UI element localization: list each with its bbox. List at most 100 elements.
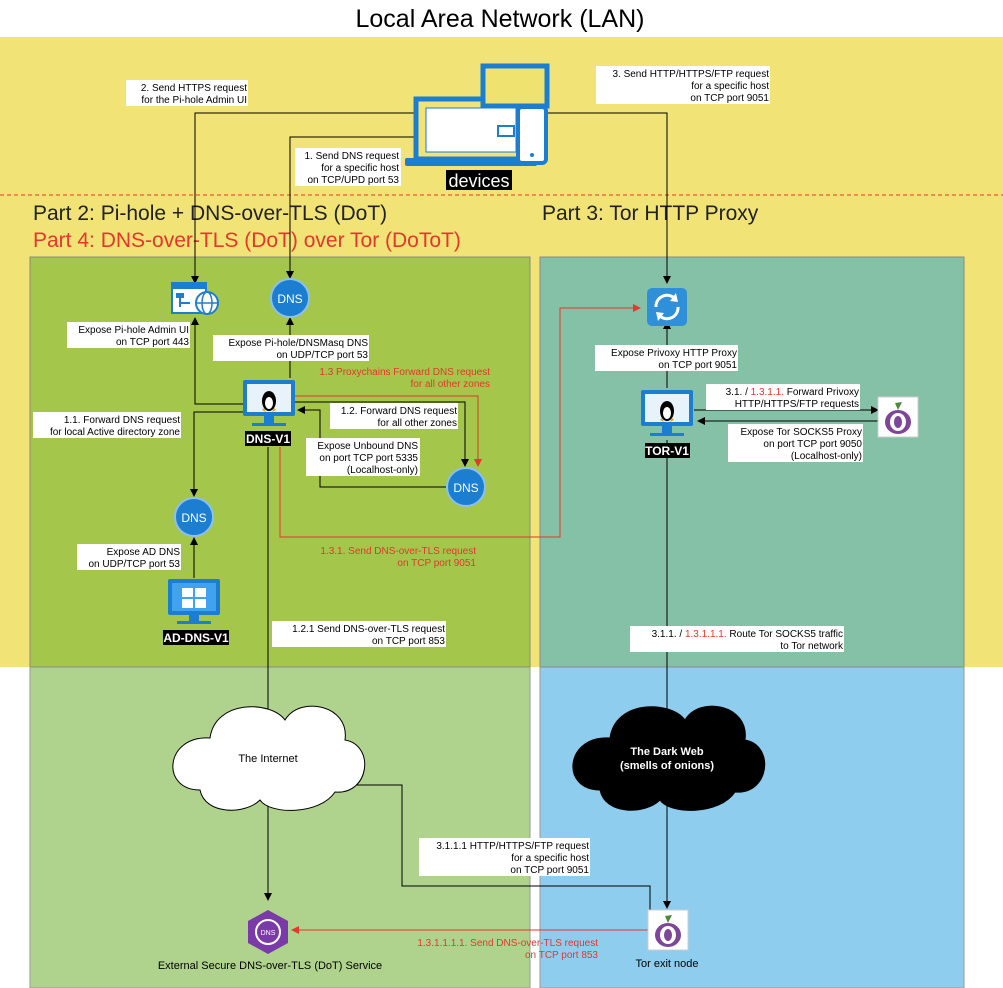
svg-text:Expose Tor SOCKS5 Proxy: Expose Tor SOCKS5 Proxy	[740, 427, 862, 438]
svg-text:for a specific host: for a specific host	[691, 81, 769, 92]
dark-web-cloud	[572, 705, 766, 811]
svg-text:for local Active directory zon: for local Active directory zone	[50, 427, 180, 438]
internet-label: The Internet	[238, 753, 297, 765]
label-expose-admin: Expose Pi-hole Admin UI on TCP port 443	[67, 322, 190, 348]
label-step2: 2. Send HTTPS request for the Pi-hole Ad…	[126, 80, 248, 106]
diagram-title: Local Area Network (LAN)	[355, 5, 644, 33]
svg-text:(Localhost-only): (Localhost-only)	[791, 451, 862, 462]
svg-text:3.1.1. / 1.3.1.1.1. Route Tor: 3.1.1. / 1.3.1.1.1. Route Tor SOCKS5 tra…	[652, 629, 843, 640]
svg-text:1.3.1. Send DNS-over-TLS reque: 1.3.1. Send DNS-over-TLS request	[320, 546, 476, 557]
svg-text:Expose Privoxy HTTP Proxy: Expose Privoxy HTTP Proxy	[611, 348, 737, 359]
ad-dns-v1-label-bg	[163, 630, 229, 645]
label-expose-privoxy: Expose Privoxy HTTP Proxy on TCP port 90…	[595, 345, 738, 371]
svg-text:(Localhost-only): (Localhost-only)	[347, 465, 418, 476]
edge-dnsv1-privoxy-red	[279, 304, 641, 538]
dark-web-label-2: (smells of onions)	[620, 760, 714, 772]
tor-v1-linux-icon	[641, 390, 693, 436]
svg-text:for all other zones: for all other zones	[378, 418, 458, 429]
label-expose-pihole-dns: Expose Pi-hole/DNSMasq DNS on UDP/TCP po…	[213, 335, 369, 361]
label-step1-2-1: 1.2.1 Send DNS-over-TLS request on TCP p…	[272, 621, 446, 647]
svg-text:2. Send HTTPS request: 2. Send HTTPS request	[141, 83, 247, 94]
label-expose-ad-dns: Expose AD DNS on UDP/TCP port 53	[77, 544, 181, 570]
svg-text:for the Pi-hole Admin UI: for the Pi-hole Admin UI	[141, 95, 247, 106]
svg-text:to Tor network: to Tor network	[780, 641, 844, 652]
svg-text:1.3.1.1.1.1. Send DNS-over-TLS: 1.3.1.1.1.1. Send DNS-over-TLS request	[417, 938, 598, 949]
svg-text:for a specific host: for a specific host	[321, 163, 399, 174]
pihole-dns-icon: DNS	[270, 278, 310, 318]
svg-text:on port TCP port 9050: on port TCP port 9050	[763, 439, 862, 450]
edge-devices-dns	[286, 136, 415, 279]
tor-exit-onion-icon	[647, 909, 689, 951]
svg-text:on TCP port 9051: on TCP port 9051	[510, 865, 589, 876]
label-step3-1-1: 3.1.1. / 1.3.1.1.1. Route Tor SOCKS5 tra…	[630, 626, 844, 652]
svg-text:Expose Pi-hole/DNSMasq DNS: Expose Pi-hole/DNSMasq DNS	[229, 338, 369, 349]
tor-v1-label: TOR-V1	[645, 444, 689, 458]
label-expose-socks: Expose Tor SOCKS5 Proxy on port TCP port…	[728, 424, 863, 462]
ad-dns-v1-windows-icon	[168, 579, 220, 624]
svg-text:1. Send DNS request: 1. Send DNS request	[305, 151, 400, 162]
svg-text:on TCP port 443: on TCP port 443	[116, 337, 189, 348]
label-step3-1: 3.1. / 1.3.1.1. Forward Privoxy HTTP/HTT…	[706, 384, 860, 410]
dns-v1-label: DNS-V1	[246, 432, 290, 446]
unbound-dns-icon: DNS	[446, 467, 486, 507]
svg-text:1.2. Forward DNS request: 1.2. Forward DNS request	[341, 406, 457, 417]
svg-text:DNS: DNS	[277, 292, 302, 306]
label-step3: 3. Send HTTP/HTTPS/FTP request for a spe…	[596, 66, 770, 104]
label-step1-3-1: 1.3.1. Send DNS-over-TLS request on TCP …	[320, 546, 476, 569]
label-step3-1-1-1: 3.1.1.1 HTTP/HTTPS/FTP request for a spe…	[419, 838, 590, 876]
label-step1: 1. Send DNS request for a specific host …	[295, 148, 401, 186]
edge-devices-admin	[191, 112, 415, 284]
external-dot-label: External Secure DNS-over-TLS (DoT) Servi…	[158, 960, 382, 972]
label-step1-1: 1.1. Forward DNS request for local Activ…	[33, 412, 181, 438]
lower-blue-zone	[539, 666, 965, 988]
svg-text:DNS: DNS	[453, 481, 478, 495]
devices-label: devices	[448, 171, 509, 191]
edge-proxychains	[295, 395, 482, 467]
svg-text:on TCP port 853: on TCP port 853	[525, 950, 598, 961]
svg-text:on UDP/TCP port 53: on UDP/TCP port 53	[88, 559, 180, 570]
admin-ui-icon	[171, 282, 219, 315]
svg-text:on TCP port 9051: on TCP port 9051	[658, 360, 737, 371]
internet-cloud	[172, 705, 366, 811]
svg-text:1.2.1 Send DNS-over-TLS reques: 1.2.1 Send DNS-over-TLS request	[292, 624, 445, 635]
edge-devices-privoxy	[545, 112, 671, 284]
edge-dnsv1-unbound	[295, 401, 469, 467]
svg-text:3.1. / 1.3.1.1. Forward Privox: 3.1. / 1.3.1.1. Forward Privoxy	[726, 387, 859, 398]
svg-text:on TCP port 9051: on TCP port 9051	[397, 558, 476, 569]
edge-dnsv1-ad	[190, 411, 243, 497]
tor-exit-label: Tor exit node	[636, 958, 699, 970]
label-expose-unbound: Expose Unbound DNS on port TCP port 5335…	[306, 438, 420, 476]
part2-title: Part 2: Pi-hole + DNS-over-TLS (DoT)	[33, 202, 387, 225]
svg-text:3. Send HTTP/HTTPS/FTP request: 3. Send HTTP/HTTPS/FTP request	[612, 69, 769, 80]
ad-dns-icon: DNS	[174, 497, 214, 537]
svg-text:for a specific host: for a specific host	[511, 853, 589, 864]
svg-text:on TCP/UPD port 53: on TCP/UPD port 53	[307, 175, 399, 186]
svg-text:on TCP port 853: on TCP port 853	[372, 636, 445, 647]
external-dot-icon: DNS	[248, 910, 288, 954]
edge-exit-internet	[344, 781, 651, 930]
privoxy-sync-icon	[647, 288, 687, 326]
dns-v1-linux-icon	[243, 380, 295, 426]
dns-v1-label-bg	[245, 431, 291, 446]
svg-text:1.3 Proxychains Forward DNS re: 1.3 Proxychains Forward DNS request	[319, 367, 490, 378]
devices-label-bg	[446, 170, 512, 190]
svg-text:on UDP/TCP port 53: on UDP/TCP port 53	[276, 350, 368, 361]
svg-text:for all other zones: for all other zones	[411, 379, 491, 390]
svg-text:HTTP/HTTPS/FTP requests: HTTP/HTTPS/FTP requests	[735, 399, 859, 410]
label-step1-3: 1.3 Proxychains Forward DNS request for …	[319, 367, 490, 390]
svg-text:Expose Pi-hole Admin UI: Expose Pi-hole Admin UI	[78, 325, 189, 336]
part4-title: Part 4: DNS-over-TLS (DoT) over Tor (DoT…	[33, 229, 461, 252]
svg-text:on port TCP port 5335: on port TCP port 5335	[319, 453, 418, 464]
svg-text:DNS: DNS	[261, 930, 276, 937]
tor-v1-label-bg	[645, 443, 690, 458]
part3-title: Part 3: Tor HTTP Proxy	[542, 202, 759, 225]
svg-text:DNS: DNS	[181, 511, 206, 525]
label-step1-2: 1.2. Forward DNS request for all other z…	[330, 403, 458, 429]
edge-dnsv1-admin	[191, 317, 243, 405]
label-step1-3-1-1-1-1: 1.3.1.1.1.1. Send DNS-over-TLS request o…	[417, 938, 598, 961]
svg-text:Expose Unbound DNS: Expose Unbound DNS	[317, 441, 418, 452]
svg-text:Expose AD DNS: Expose AD DNS	[107, 547, 181, 558]
tor-onion-icon	[877, 396, 919, 438]
devices-icon	[405, 63, 550, 166]
